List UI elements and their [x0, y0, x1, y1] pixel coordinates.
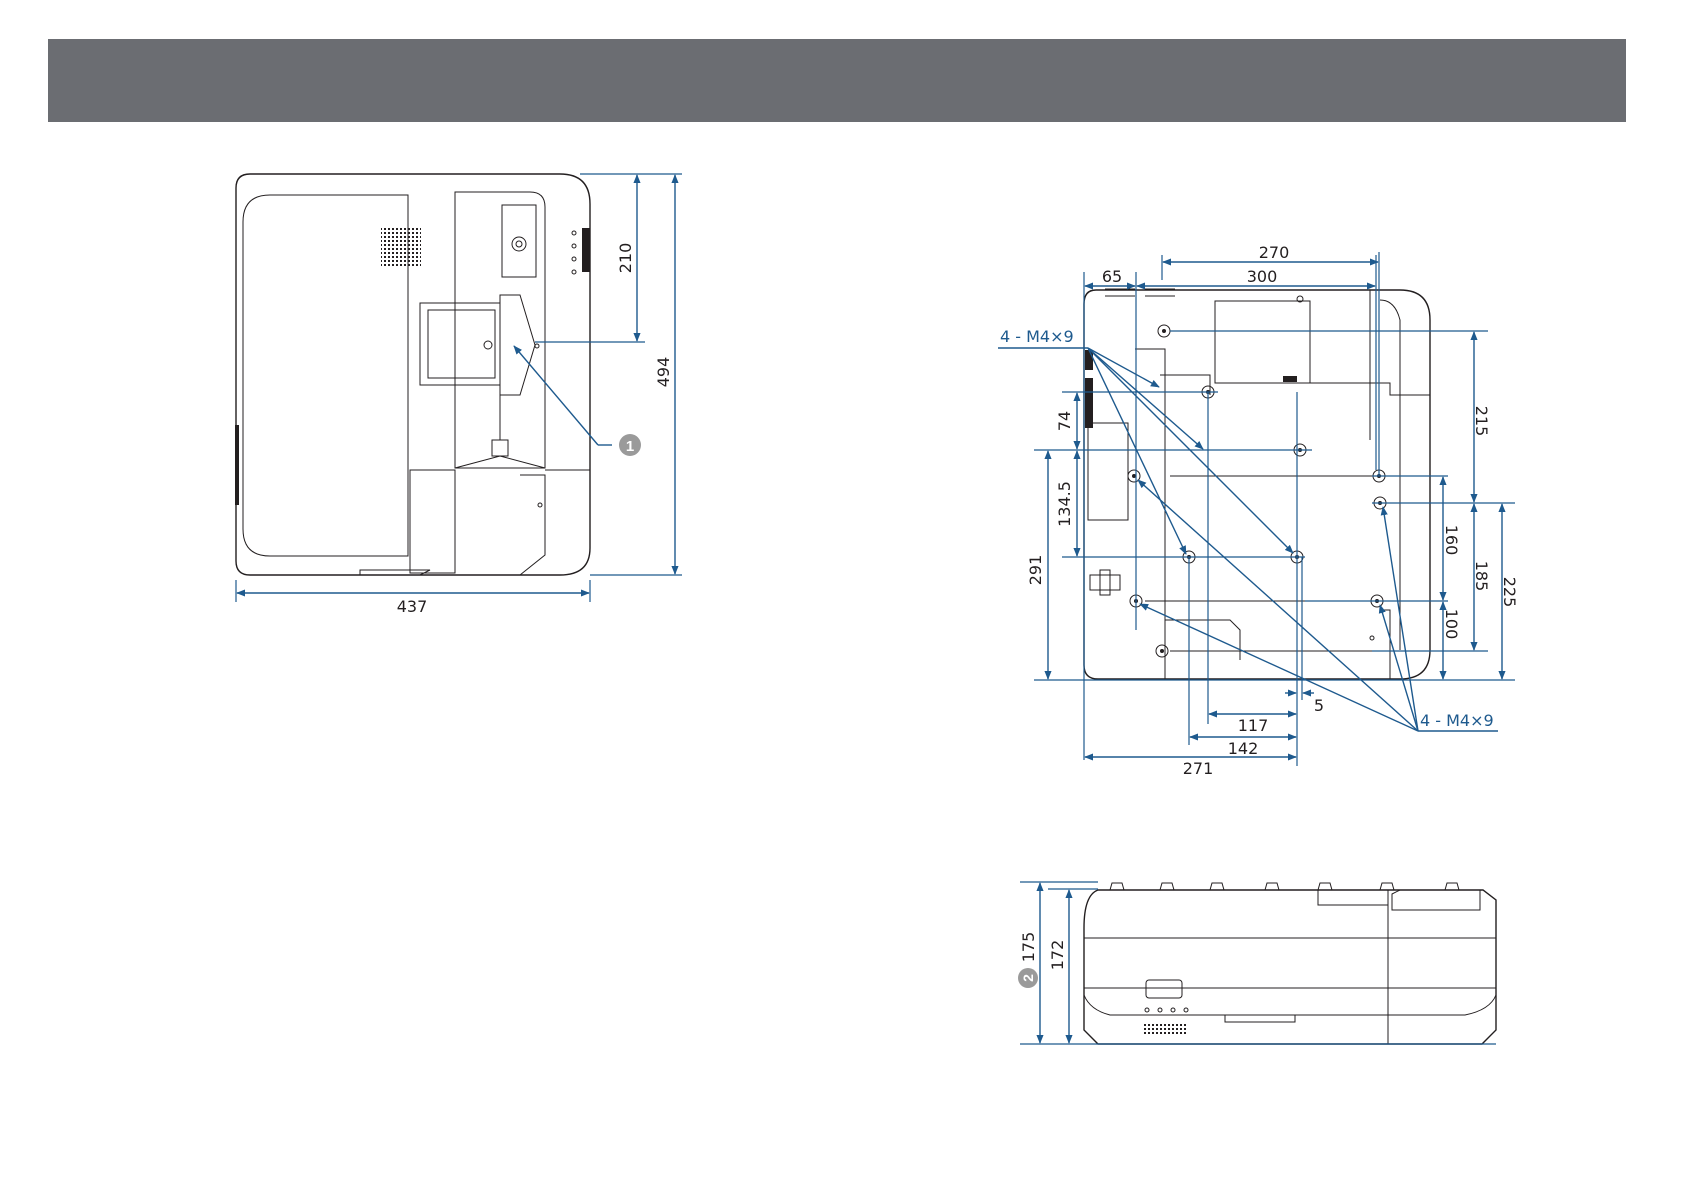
bottom-view-dimensions: 270 300 65 74 134.5 291 215 160 185 225 … — [998, 243, 1519, 778]
side-view-dimensions: 175 2 172 — [1018, 882, 1496, 1044]
dim-215-label: 215 — [1472, 406, 1491, 437]
dim-134-5-label: 134.5 — [1055, 481, 1074, 527]
dim-65-label: 65 — [1102, 267, 1122, 286]
lens-offset-dimension-label: 210 — [616, 243, 635, 274]
dim-142-label: 142 — [1228, 739, 1259, 758]
dim-270-label: 270 — [1259, 243, 1290, 262]
dim-5-label: 5 — [1314, 696, 1324, 715]
dim-291-label: 291 — [1026, 555, 1045, 586]
speaker-grille — [381, 227, 421, 267]
dim-271-label: 271 — [1183, 759, 1214, 778]
lens-center — [484, 341, 492, 349]
dim-300-label: 300 — [1247, 267, 1278, 286]
top-view — [235, 174, 590, 575]
callout-badge-1-label: 1 — [626, 438, 634, 455]
side-view — [1084, 883, 1496, 1044]
dim-117-label: 117 — [1238, 716, 1269, 735]
dim-172-label: 172 — [1048, 940, 1067, 971]
width-dimension-label: 437 — [397, 597, 428, 616]
side-view-outline — [1084, 890, 1496, 1044]
depth-dimension-label: 494 — [654, 357, 673, 388]
dim-74-label: 74 — [1055, 411, 1074, 431]
dim-160-label: 160 — [1442, 525, 1461, 556]
callout-badge-2-label: 2 — [1020, 974, 1036, 982]
dim-175-label: 175 — [1019, 932, 1038, 963]
screw-callout-bottom-label: 4 - M4×9 — [1420, 711, 1494, 730]
screw-callout-top-label: 4 - M4×9 — [1000, 327, 1074, 346]
top-view-dimensions: 437 494 210 1 — [236, 174, 682, 616]
dim-225-label: 225 — [1500, 577, 1519, 608]
side-strip — [235, 425, 239, 505]
dim-100-label: 100 — [1442, 609, 1461, 640]
dim-185-label: 185 — [1472, 561, 1491, 592]
